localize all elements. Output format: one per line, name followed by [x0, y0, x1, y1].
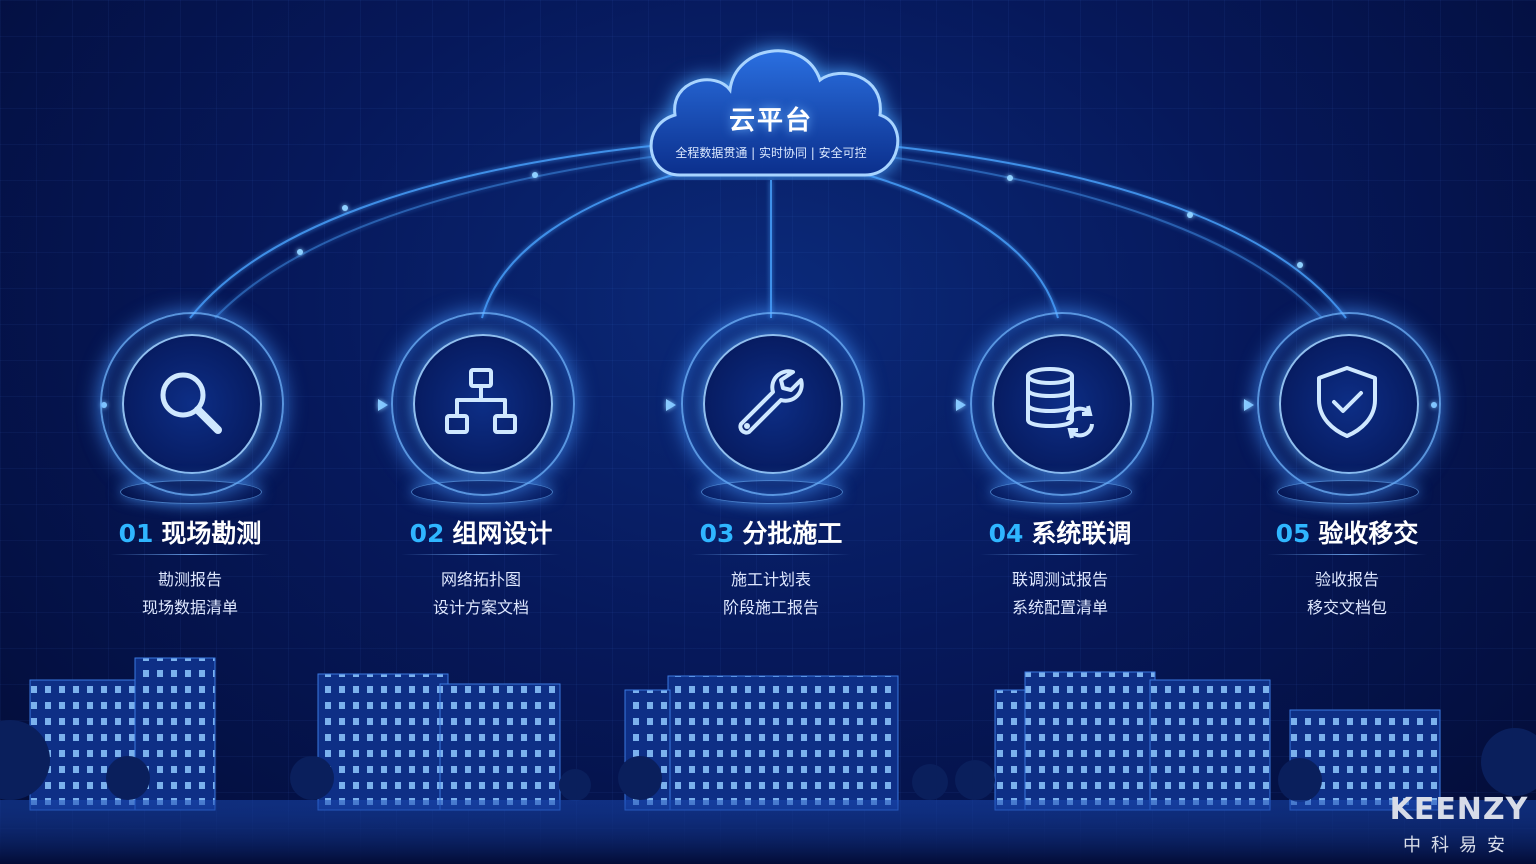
step-ring-inner: [992, 334, 1132, 474]
step-ring-inner: [122, 334, 262, 474]
trees: [0, 720, 1536, 802]
step-divider: [110, 554, 270, 555]
arc-to-step-2: [481, 169, 691, 319]
step-base-glow: [1277, 480, 1419, 504]
deliverable-item: 联调测试报告: [1011, 570, 1108, 589]
step-name: 分批施工: [742, 519, 843, 548]
cloud-platform: 云平台 全程数据贯通 | 实时协同 | 安全可控: [640, 30, 902, 180]
deliverable-item: 网络拓扑图: [440, 570, 521, 589]
step-divider: [1267, 554, 1427, 555]
deliverable-item: 施工计划表: [730, 570, 811, 589]
buildings-right: [994, 671, 1441, 811]
deliverable-item: 现场数据清单: [141, 598, 238, 617]
deliverable-item: 系统配置清单: [1011, 598, 1108, 617]
buildings-center: [624, 675, 899, 811]
arc-to-step-1: [189, 144, 661, 319]
arrow-head-1: [378, 399, 388, 411]
step-base-glow: [701, 480, 843, 504]
wrench-icon: [738, 369, 804, 435]
cloud-icon: [649, 49, 900, 177]
arrow-head-2: [666, 399, 676, 411]
step-base-glow: [120, 480, 262, 504]
step-name: 系统联调: [1031, 519, 1132, 548]
arc-to-step-5b: [874, 154, 1323, 319]
buildings-left: [29, 657, 561, 811]
step-number: 03: [699, 519, 735, 548]
step-divider: [980, 554, 1140, 555]
step-number: 05: [1275, 519, 1311, 548]
arrow-head-3: [956, 399, 966, 411]
step-ring-inner: [703, 334, 843, 474]
logo-chinese: 中科易安: [1403, 835, 1515, 856]
arc-to-step-4: [849, 169, 1059, 319]
step-name: 验收移交: [1318, 519, 1419, 548]
arc-to-step-1b: [214, 154, 666, 319]
step-name: 现场勘测: [161, 519, 262, 548]
step-base-glow: [411, 480, 553, 504]
arrow-head-4: [1244, 399, 1254, 411]
database-sync-icon: [1026, 367, 1094, 439]
ground-fade: [0, 800, 1536, 864]
step-divider: [691, 554, 851, 555]
brand-logo: KEENZY 中科易安: [1386, 792, 1532, 857]
magnifier-icon: [160, 372, 222, 434]
step-divider: [401, 554, 561, 555]
step-base-glow: [990, 480, 1132, 504]
deliverable-item: 阶段施工报告: [722, 598, 819, 617]
step-number: 04: [988, 519, 1024, 548]
cloud-subtitle: 全程数据贯通 | 实时协同 | 安全可控: [675, 146, 867, 160]
city-skyline: [0, 657, 1536, 864]
step-number: 02: [409, 519, 445, 548]
deliverable-item: 移交文档包: [1306, 598, 1387, 617]
step-ring-inner: [413, 334, 553, 474]
cloud-title: 云平台: [728, 106, 813, 136]
logo-wordmark: KEENZY: [1389, 792, 1529, 827]
deliverable-item: 验收报告: [1314, 570, 1379, 589]
arc-to-step-5: [879, 144, 1347, 319]
deliverable-item: 设计方案文档: [432, 598, 529, 617]
step-name: 组网设计: [452, 519, 553, 548]
step-number: 01: [118, 519, 154, 548]
deliverable-item: 勘测报告: [157, 570, 222, 589]
network-topology-icon: [445, 368, 517, 434]
shield-check-icon: [1317, 366, 1377, 438]
